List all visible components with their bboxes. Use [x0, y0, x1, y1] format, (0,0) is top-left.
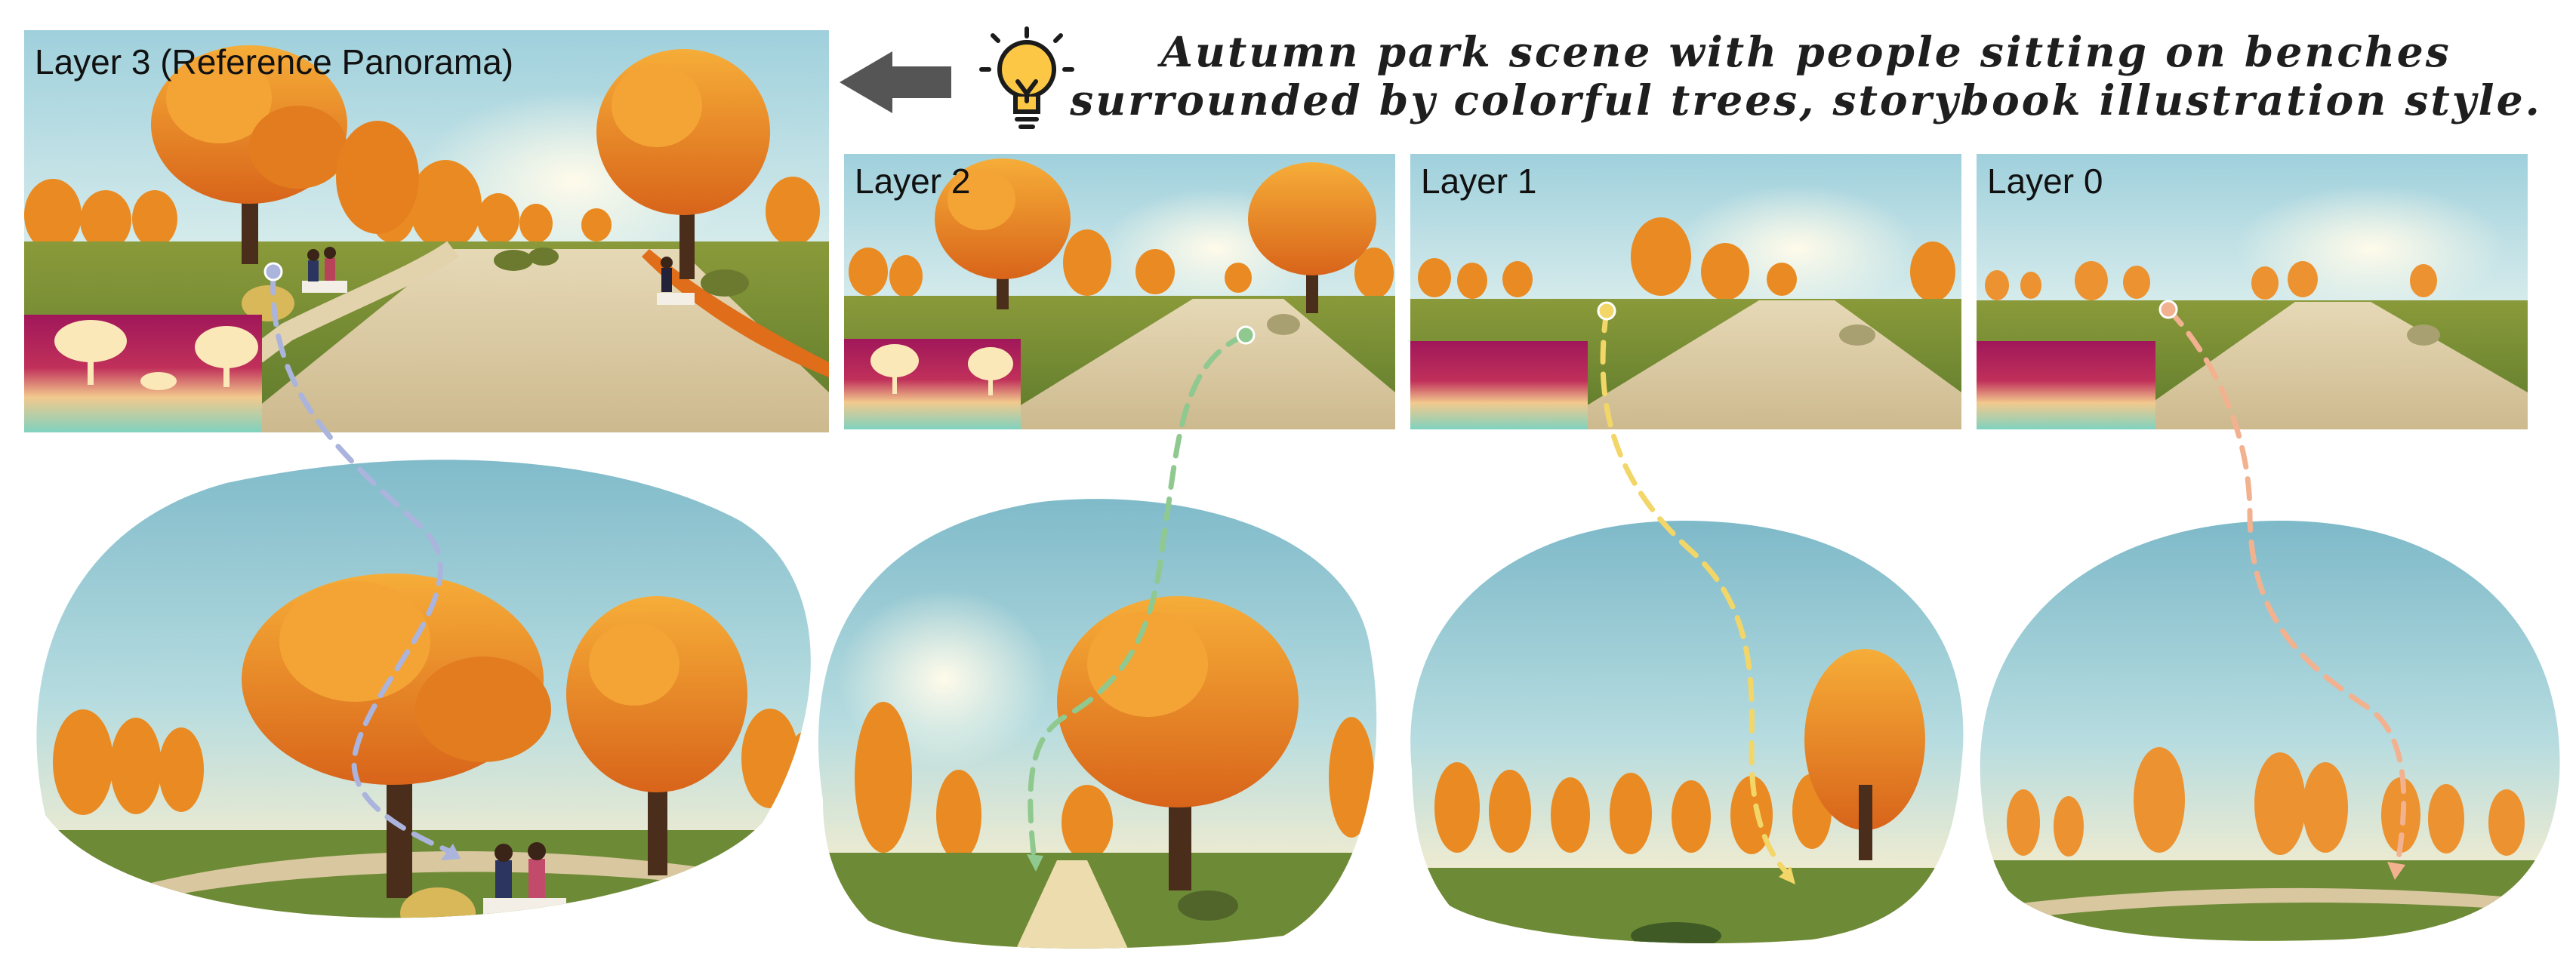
- connector-start-layer2: [1236, 325, 1256, 345]
- connector-layer2: [1028, 332, 1249, 863]
- connector-start-layer1: [1597, 301, 1616, 321]
- panorama-label-layer0: Layer 0: [1987, 161, 2103, 201]
- connector-arrowhead-layer2: [1027, 854, 1043, 872]
- mesh-layer1: [1410, 521, 1964, 943]
- panorama-label-layer2: Layer 2: [855, 161, 970, 201]
- lightbulb-icon: [979, 26, 1074, 129]
- mesh-layer2: [818, 499, 1377, 949]
- panorama-label-layer1: Layer 1: [1421, 161, 1536, 201]
- depth-inset-layer0: [1977, 341, 2155, 429]
- connector-start-layer0: [2158, 300, 2178, 319]
- prompt-line-1: Autumn park scene with people sitting on…: [1157, 27, 2451, 76]
- connector-layer0: [2165, 306, 2407, 871]
- depth-inset-layer2: [844, 339, 1021, 429]
- arrow-left-icon: [840, 51, 951, 113]
- depth-inset-layer3: [24, 315, 262, 432]
- connector-start-layer3: [263, 262, 283, 281]
- connector-layer3: [270, 270, 456, 856]
- connector-arrowhead-layer1: [1779, 866, 1795, 884]
- mesh-layer3: [36, 460, 811, 918]
- panorama-layer1: [1410, 154, 1961, 429]
- connector-arrowhead-layer3: [441, 844, 461, 860]
- mesh-layer0: [1980, 521, 2560, 941]
- prompt-line-2: surrounded by colorful trees, storybook …: [1069, 75, 2541, 125]
- connector-arrowhead-layer0: [2387, 862, 2405, 880]
- connector-layer1: [1600, 308, 1792, 878]
- depth-inset-layer1: [1410, 341, 1588, 429]
- panorama-label-layer3: Layer 3 (Reference Panorama): [35, 42, 513, 82]
